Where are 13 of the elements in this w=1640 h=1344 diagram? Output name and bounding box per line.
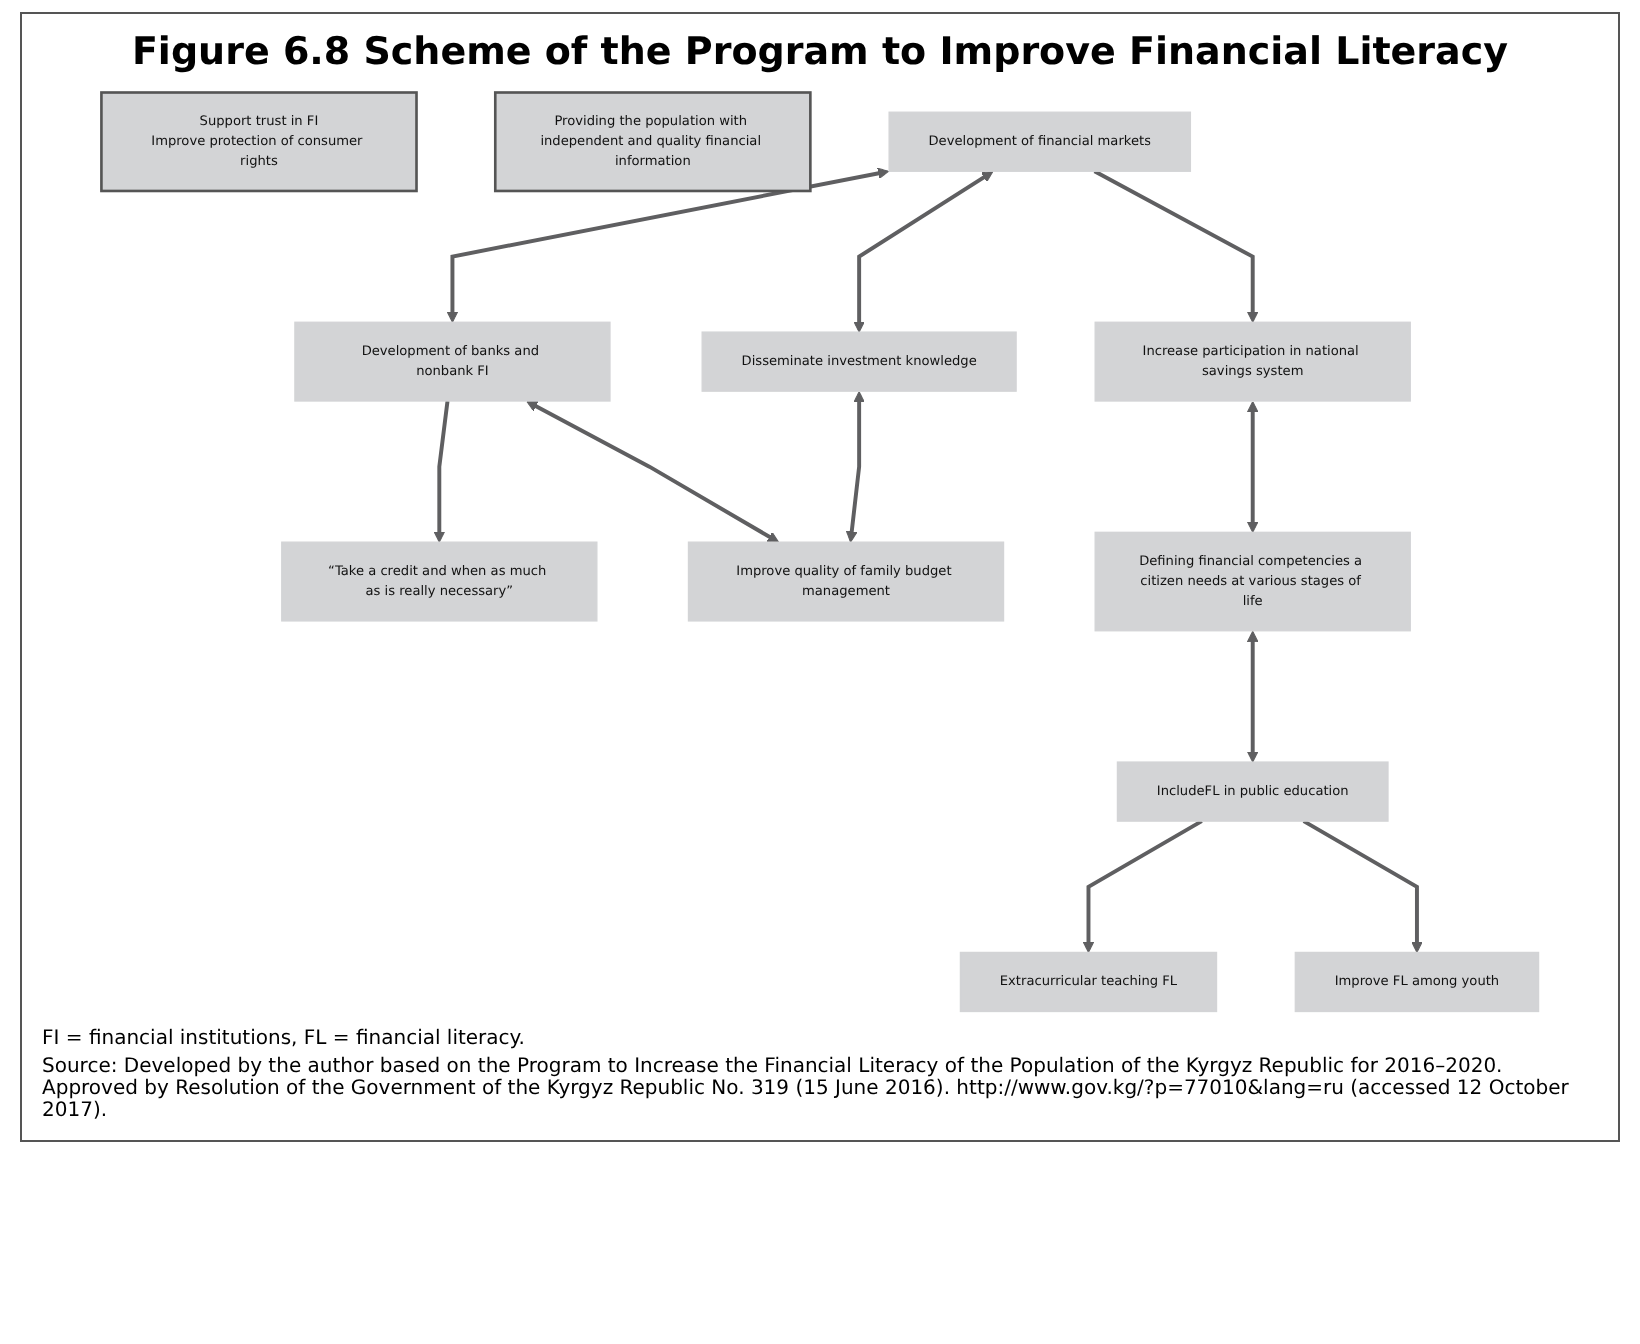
arrow [1093,169,1259,323]
arrow [446,167,890,323]
arrow [845,391,865,543]
arrow [526,400,780,543]
arrow [1246,401,1259,533]
abbreviation-note: FI = financial institutions, FL = financial literacy. [42,1028,527,1050]
arrow [1082,819,1203,953]
figure-title: Figure 6.8 Scheme of the Program to Improve Financial Literacy [129,30,1511,74]
arrow [1302,819,1423,953]
arrow [1246,630,1259,763]
arrow [853,171,994,333]
source-note: Source: Developed by the author based on the Program to Increase the Financial Literacy of the Population of the Kyrgyz Republic for 2016–2020. Approved by Resolution of the Government of the Kyrgyz Republic No. 319 (15 June 2016). http://www.gov.kg/?p=77010&lang=ru (accessed 12 October 2017). [42,1056,1571,1122]
arrow [433,400,450,543]
